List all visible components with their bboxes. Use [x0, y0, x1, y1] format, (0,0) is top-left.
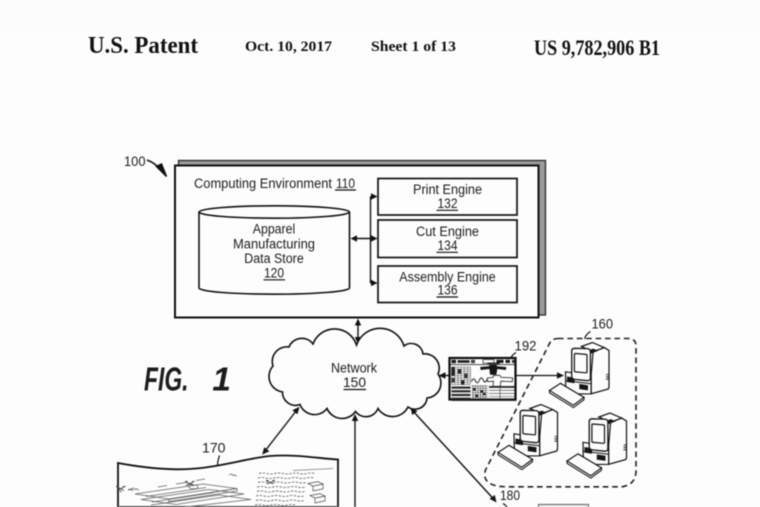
svg-text:134: 134 — [438, 238, 458, 253]
svg-text:U.S. Patent: U.S. Patent — [88, 33, 198, 59]
svg-text:Manufacturing: Manufacturing — [233, 237, 315, 252]
svg-text:180: 180 — [500, 487, 520, 503]
svg-text:160: 160 — [592, 316, 614, 332]
svg-text:1: 1 — [212, 361, 231, 398]
svg-text:150: 150 — [343, 375, 366, 390]
svg-text:US 9,782,906 B1: US 9,782,906 B1 — [534, 35, 660, 60]
svg-text:Apparel: Apparel — [253, 222, 296, 237]
svg-text:110: 110 — [336, 176, 355, 191]
svg-text:Assembly Engine: Assembly Engine — [399, 270, 496, 285]
svg-text:Sheet 1 of 13: Sheet 1 of 13 — [371, 39, 456, 55]
svg-text:170: 170 — [202, 440, 226, 456]
svg-text:Print Engine: Print Engine — [413, 182, 482, 197]
svg-text:100: 100 — [124, 153, 146, 169]
svg-text:Network: Network — [331, 361, 377, 376]
svg-text:Cut Engine: Cut Engine — [416, 224, 479, 239]
svg-text:Computing Environment: Computing Environment — [194, 176, 332, 191]
svg-text:Data Store: Data Store — [244, 251, 304, 266]
svg-text:FIG.: FIG. — [144, 361, 189, 398]
svg-text:136: 136 — [438, 283, 458, 298]
svg-text:132: 132 — [438, 196, 458, 211]
svg-text:Oct. 10, 2017: Oct. 10, 2017 — [245, 39, 332, 55]
svg-text:192: 192 — [515, 338, 537, 354]
svg-text:120: 120 — [264, 266, 284, 281]
